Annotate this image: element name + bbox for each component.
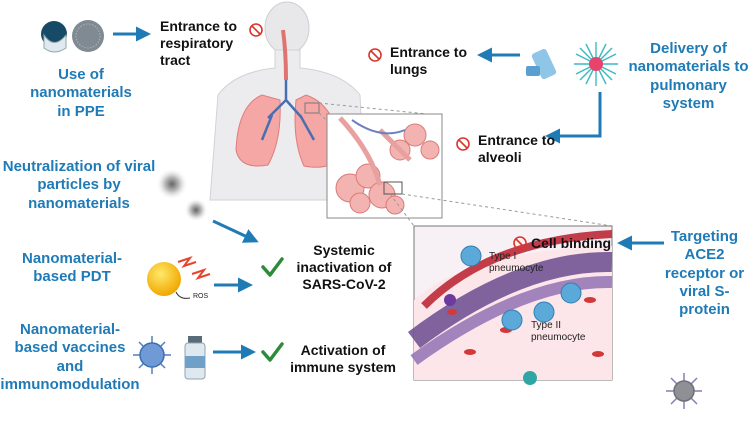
viral-particle-icons bbox=[156, 168, 208, 222]
outcome-cell-binding: Cell binding bbox=[531, 235, 612, 251]
outcome-systemic: Systemic inactivation of SARS-CoV-2 bbox=[296, 242, 392, 293]
vaccine-vial-icon bbox=[184, 336, 206, 380]
prohibit-icon-lungs bbox=[368, 48, 382, 62]
label-targeting: Targeting ACE2 receptor or viral S-prote… bbox=[664, 228, 745, 319]
label-ppe: Use of nanomaterials in PPE bbox=[30, 66, 132, 120]
arrows bbox=[113, 26, 664, 360]
nanoparticle-icon bbox=[574, 42, 618, 86]
prohibit-icon-respiratory bbox=[249, 23, 263, 37]
arrow-delivery-to-alveoli bbox=[545, 92, 602, 144]
label-neutralization: Neutralization of viral particles by nan… bbox=[2, 158, 156, 212]
ace2-receptor-icon bbox=[666, 373, 702, 409]
alveoli-zoom-panel bbox=[326, 113, 613, 227]
label-vaccines: Nanomaterial-based vaccines and immunomo… bbox=[0, 321, 140, 393]
check-icon-systemic bbox=[261, 257, 284, 277]
outcome-immune: Activation of immune system bbox=[290, 342, 396, 376]
outcome-lungs: Entrance to lungs bbox=[390, 44, 468, 78]
check-icon-immune bbox=[261, 342, 284, 362]
type2-pneumocyte-label: Type II pneumocyte bbox=[531, 320, 586, 343]
outcome-alveoli: Entrance to alveoli bbox=[478, 132, 556, 166]
photosensitizer-icon bbox=[147, 256, 211, 299]
prohibit-icon-cell-binding bbox=[513, 236, 527, 250]
prohibit-icon-alveoli bbox=[456, 137, 470, 151]
type1-pneumocyte-label: Type I pneumocyte bbox=[489, 251, 544, 274]
mask-icon bbox=[41, 21, 67, 53]
prohibit-icons bbox=[249, 23, 527, 250]
alveolus-capillary-panel bbox=[407, 225, 613, 385]
virus-icon bbox=[133, 336, 171, 374]
arrow-neutralization-to-systemic bbox=[212, 219, 259, 243]
outcome-respiratory: Entrance to respiratory tract bbox=[160, 18, 238, 69]
label-delivery: Delivery of nanomaterials to pulmonary s… bbox=[628, 40, 749, 112]
mesh-filter-icon bbox=[72, 20, 104, 52]
inhaler-icon bbox=[526, 48, 557, 80]
label-pdt: Nanomaterial-based PDT bbox=[21, 250, 123, 286]
check-icons bbox=[261, 257, 284, 362]
ros-label: ROS bbox=[193, 293, 209, 300]
